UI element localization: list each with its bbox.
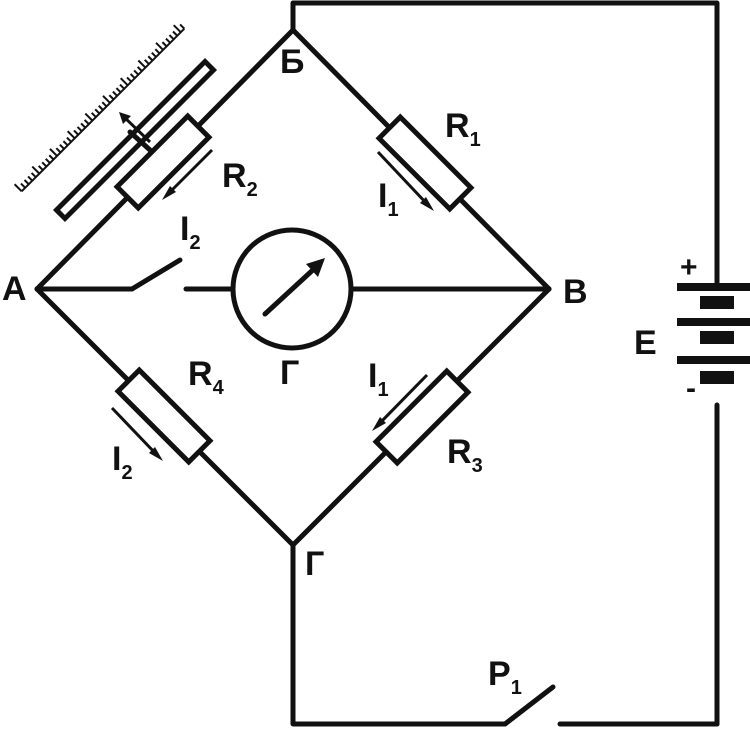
rheostat-scale (13, 23, 186, 193)
wire-bottom-left (290, 542, 508, 727)
current-i1-bottom-label: I1 (368, 357, 389, 401)
battery-e (677, 283, 750, 384)
scale-tick (112, 90, 118, 97)
battery-plate-long-1 (677, 283, 750, 291)
scale-tick (45, 158, 51, 164)
scale-tick (129, 73, 136, 79)
current-i2-bottom-label: I2 (112, 440, 133, 484)
current-i2-top-label: I2 (180, 210, 201, 254)
node-label-g: Г (305, 545, 324, 583)
battery-label: E (634, 324, 657, 362)
scale-tick (147, 55, 154, 62)
scale-tick (83, 119, 90, 125)
scale-tick (173, 24, 182, 33)
scale-tick (165, 37, 171, 44)
scale-tick (172, 30, 178, 37)
resistor-r3 (372, 367, 472, 467)
scale-tick (55, 147, 62, 154)
scale-tick (30, 172, 37, 178)
current-i1-top-label: I1 (378, 177, 399, 221)
galvanometer-needle (262, 265, 318, 317)
scale-tick (119, 83, 125, 90)
battery-plate-short-3 (700, 371, 734, 384)
battery-plate-short-1 (700, 296, 734, 309)
battery-plate-short-2 (700, 331, 734, 344)
scale-tick (66, 136, 72, 143)
scale-tick (13, 183, 23, 193)
scale-tick (102, 95, 111, 104)
switch-p1-label: P1 (488, 655, 522, 699)
scale-tick (115, 87, 122, 94)
current-arrow-i1-top (376, 150, 434, 211)
galvanometer-needle-tip (306, 258, 325, 277)
current-arrow-i2-bottom (110, 406, 163, 461)
scale-tick (168, 34, 175, 40)
scale-tick (155, 42, 164, 51)
scale-tick (179, 23, 186, 30)
scale-tick (76, 126, 83, 132)
resistor-r4 (114, 366, 214, 466)
scale-tick (37, 165, 44, 171)
scale-tick (154, 48, 161, 55)
node-label-a: А (2, 270, 27, 308)
scale-tick (41, 161, 48, 168)
battery-plate-long-3 (677, 356, 750, 364)
scale-tick (144, 59, 150, 65)
scale-tick (133, 69, 140, 76)
scale-tick (108, 94, 115, 101)
galvanometer-label: Г (280, 354, 299, 392)
galvanometer (230, 227, 354, 351)
scale-tick (94, 108, 101, 115)
rheostat-slider[interactable] (119, 112, 153, 153)
scale-tick (151, 52, 157, 58)
scale-tick (62, 140, 69, 147)
scale-tick (137, 59, 147, 69)
current-arrow-i2-top (162, 148, 214, 200)
scale-tick (119, 77, 129, 86)
scale-tick (23, 179, 30, 185)
switch-p1-blade[interactable] (502, 684, 556, 727)
node-label-v: В (563, 273, 588, 311)
scale-tick (80, 122, 87, 129)
current-arrow-i1-bottom (372, 373, 429, 431)
scale-tick (136, 66, 143, 72)
wire-top (290, 0, 720, 286)
resistor-r2 (113, 112, 213, 212)
resistor-r1 (375, 113, 475, 213)
scale-tick (126, 76, 132, 83)
battery-minus-label: - (686, 372, 696, 405)
resistor-r1-label: R1 (445, 107, 481, 151)
scale-tick (66, 130, 76, 139)
scale-tick (161, 41, 168, 48)
resistor-r2-label: R2 (222, 157, 258, 201)
battery-plus-label: + (680, 251, 698, 284)
scale-tick (48, 154, 55, 161)
scale-tick (84, 112, 94, 122)
node-label-b: Б (280, 43, 304, 81)
scale-tick (73, 129, 79, 136)
resistor-r4-label: R4 (188, 355, 225, 399)
scale-tick (20, 182, 26, 189)
scale-tick (101, 101, 108, 108)
battery-plate-long-2 (677, 318, 750, 326)
scale-tick (90, 112, 97, 118)
scale-tick (27, 175, 33, 182)
resistor-r3-label: R3 (447, 433, 483, 477)
scale-tick (98, 105, 104, 111)
scale-tick (49, 148, 58, 157)
scale-tick (59, 143, 65, 150)
scale-tick (31, 165, 41, 175)
key-blade[interactable] (129, 257, 183, 292)
